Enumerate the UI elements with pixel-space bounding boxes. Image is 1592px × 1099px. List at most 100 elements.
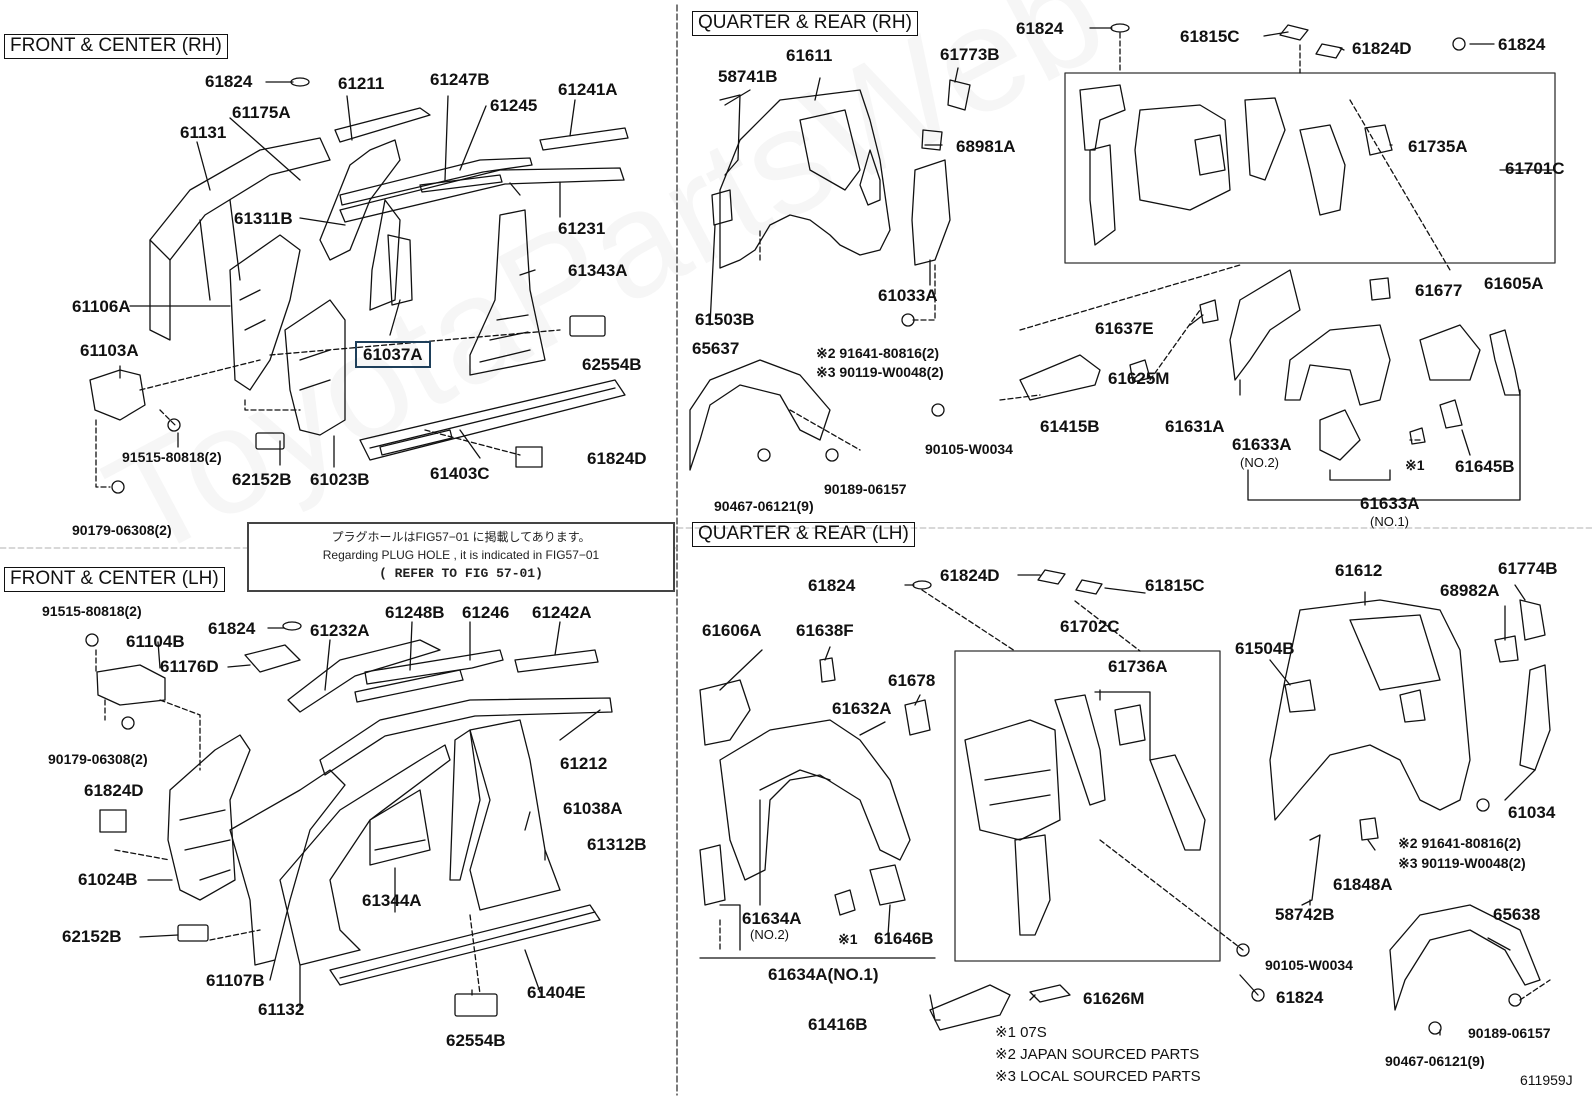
part-label[interactable]: 61246 — [462, 603, 510, 622]
part-label[interactable]: 62152B — [62, 927, 122, 946]
part-label[interactable]: 68982A — [1440, 581, 1500, 600]
part-label[interactable]: 61176D — [160, 657, 219, 676]
part-label[interactable]: 61132 — [258, 1000, 305, 1019]
part-label[interactable]: 61678 — [888, 671, 936, 690]
part-label[interactable]: 61824D — [587, 449, 647, 468]
part-label[interactable]: 65637 — [692, 339, 740, 358]
part-label[interactable]: 90467-06121(9) — [714, 498, 814, 514]
part-label[interactable]: 61212 — [560, 754, 608, 773]
part-label[interactable]: 61104B — [126, 632, 185, 651]
part-label[interactable]: 61504B — [1235, 639, 1295, 658]
part-label[interactable]: 61815C — [1145, 576, 1205, 595]
part-label[interactable]: 61034 — [1508, 803, 1556, 822]
part-label[interactable]: 90105-W0034 — [925, 441, 1013, 457]
part-label[interactable]: 61415B — [1040, 417, 1100, 436]
part-label[interactable]: 61403C — [430, 464, 490, 483]
part-label[interactable]: 61023B — [310, 470, 370, 489]
part-label[interactable]: 61632A — [832, 699, 892, 718]
part-label[interactable]: 61241A — [558, 80, 618, 99]
part-label[interactable]: 58741B — [718, 67, 778, 86]
part-label[interactable]: 61701C — [1505, 159, 1565, 178]
part-label[interactable]: 61107B — [206, 971, 265, 990]
part-label[interactable]: 61824D — [940, 566, 1000, 585]
part-label[interactable]: 61106A — [72, 297, 131, 316]
part-label[interactable]: 61343A — [568, 261, 628, 280]
part-label[interactable]: 61677 — [1415, 281, 1463, 300]
part-label[interactable]: 61625M — [1108, 369, 1170, 388]
part-label[interactable]: 61634A — [742, 909, 802, 928]
part-label[interactable]: ※2 91641-80816(2) — [816, 345, 940, 361]
part-label[interactable]: 61344A — [362, 891, 422, 910]
part-label[interactable]: 90179-06308(2) — [72, 522, 172, 538]
part-label[interactable]: 61638F — [796, 621, 854, 640]
part-label[interactable]: 61824D — [84, 781, 144, 800]
part-label[interactable]: 90189-06157 — [1468, 1025, 1551, 1041]
part-label[interactable]: 61773B — [940, 45, 1000, 64]
part-label[interactable]: 61503B — [695, 310, 755, 329]
part-label[interactable]: 90179-06308(2) — [48, 751, 148, 767]
part-label[interactable]: 61631A — [1165, 417, 1225, 436]
part-label[interactable]: 61175A — [232, 103, 291, 122]
plug-hole-note-ref: ( REFER TO FIG 57-01) — [379, 566, 543, 581]
part-label[interactable]: 61245 — [490, 96, 538, 115]
part-label[interactable]: 61774B — [1498, 559, 1558, 578]
part-label[interactable]: ※2 91641-80816(2) — [1398, 835, 1522, 851]
part-label[interactable]: 61312B — [587, 835, 647, 854]
part-label[interactable]: 61848A — [1333, 875, 1393, 894]
legend-item-07s: ※1 07S — [995, 1024, 1047, 1041]
part-label[interactable]: ※3 90119-W0048(2) — [1398, 855, 1526, 871]
part-label[interactable]: 61311B — [234, 209, 293, 228]
part-label[interactable]: 61248B — [385, 603, 445, 622]
part-label[interactable]: 61626M — [1083, 989, 1145, 1008]
part-label[interactable]: 61634A(NO.1) — [768, 965, 879, 984]
part-label[interactable]: 61824 — [1276, 988, 1324, 1007]
part-label[interactable]: 61633A — [1360, 494, 1420, 513]
part-label[interactable]: 61247B — [430, 70, 490, 89]
part-label[interactable]: 62554B — [446, 1031, 506, 1050]
part-label[interactable]: 61645B — [1455, 457, 1515, 476]
part-label[interactable]: 61824 — [1498, 35, 1546, 54]
part-label[interactable]: 61605A — [1484, 274, 1544, 293]
part-label[interactable]: 61038A — [563, 799, 623, 818]
part-label[interactable]: 61211 — [338, 74, 385, 93]
part-label[interactable]: 61612 — [1335, 561, 1383, 580]
part-label[interactable]: 61824 — [208, 619, 256, 638]
part-label[interactable]: 61404E — [527, 983, 586, 1002]
part-label[interactable]: 61232A — [310, 621, 370, 640]
part-label[interactable]: 61231 — [558, 219, 606, 238]
part-label[interactable]: 61242A — [532, 603, 592, 622]
part-label[interactable]: 91515-80818(2) — [42, 603, 142, 619]
part-label[interactable]: ※1 — [838, 931, 858, 947]
part-label[interactable]: 61033A — [878, 286, 938, 305]
part-label[interactable]: 61606A — [702, 621, 762, 640]
part-label[interactable]: 90467-06121(9) — [1385, 1053, 1485, 1069]
part-label[interactable]: ※1 — [1405, 457, 1425, 473]
part-label[interactable]: 61416B — [808, 1015, 868, 1034]
part-label[interactable]: 61735A — [1408, 137, 1468, 156]
part-label[interactable]: 62554B — [582, 355, 642, 374]
part-label[interactable]: 61611 — [786, 46, 833, 65]
part-label[interactable]: 61633A — [1232, 435, 1292, 454]
highlighted-part-label[interactable]: 61037A — [355, 341, 431, 368]
part-label[interactable]: 61815C — [1180, 27, 1240, 46]
part-label[interactable]: 61646B — [874, 929, 934, 948]
section-quarter-rear-lh: QUARTER & REAR (LH) — [692, 522, 915, 547]
part-label[interactable]: 61824 — [205, 72, 253, 91]
part-label[interactable]: 61702C — [1060, 617, 1120, 636]
part-label[interactable]: 61103A — [80, 341, 139, 360]
part-label[interactable]: 90105-W0034 — [1265, 957, 1353, 973]
part-label[interactable]: 61824 — [808, 576, 856, 595]
part-label[interactable]: 68981A — [956, 137, 1016, 156]
part-label[interactable]: 58742B — [1275, 905, 1335, 924]
part-label[interactable]: ※3 90119-W0048(2) — [816, 364, 944, 380]
part-label[interactable]: 90189-06157 — [824, 481, 907, 497]
part-label[interactable]: 61024B — [78, 870, 138, 889]
part-label[interactable]: 91515-80818(2) — [122, 449, 222, 465]
part-label[interactable]: 62152B — [232, 470, 292, 489]
part-label[interactable]: 61637E — [1095, 319, 1154, 338]
part-label[interactable]: 61824D — [1352, 39, 1412, 58]
part-label[interactable]: 61824 — [1016, 19, 1064, 38]
part-label[interactable]: 61131 — [180, 123, 227, 142]
part-label[interactable]: 65638 — [1493, 905, 1541, 924]
part-label[interactable]: 61736A — [1108, 657, 1168, 676]
